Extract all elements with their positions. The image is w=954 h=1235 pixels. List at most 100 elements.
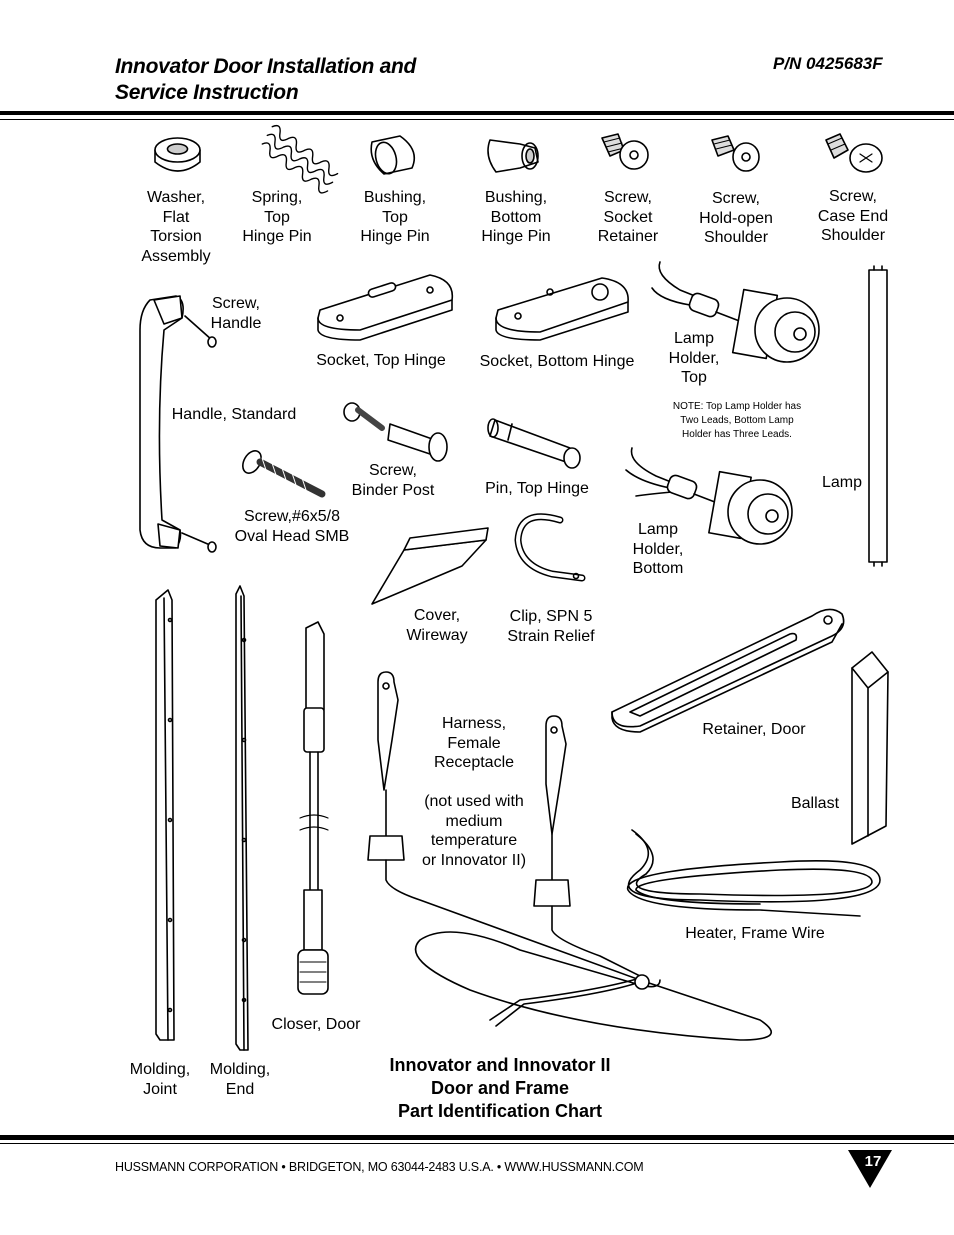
note-line: NOTE: Top Lamp Holder has [672, 401, 802, 412]
label-line: Torsion [150, 228, 202, 245]
label-line: Heater, Frame Wire [685, 925, 825, 942]
label-retainer-door: Retainer, Door [698, 720, 810, 740]
label-line: Assembly [141, 247, 211, 265]
heater-drawing [626, 829, 881, 917]
socket-bottom-drawing [495, 277, 629, 341]
label-line: Spring, [251, 189, 303, 206]
page-number: 17 [864, 1153, 882, 1170]
label-bushing-bottom: Bushing, Bottom Hinge Pin [470, 188, 562, 247]
label-line: Ballast [790, 795, 840, 812]
label-line: Holder, [668, 349, 720, 367]
note-line: Two Leads, Bottom Lamp [680, 415, 794, 426]
label-ballast: Ballast [786, 794, 844, 814]
chart-title-line: Part Identification Chart [397, 1101, 603, 1121]
label-molding-end: Molding, End [204, 1060, 276, 1099]
label-screw-holdopen: Screw, Hold-open Shoulder [691, 189, 781, 248]
label-line: Joint [143, 1080, 177, 1098]
label-line: Top [264, 208, 290, 226]
part-number: P/N 0425683F [773, 54, 883, 73]
label-line: Molding, [209, 1061, 271, 1078]
footer-rule-thick [0, 1135, 954, 1140]
label-pin-top: Pin, Top Hinge [480, 479, 594, 499]
label-handle-standard: Handle, Standard [168, 405, 300, 425]
label-screw-caseend: Screw, Case End Shoulder [810, 187, 896, 246]
closer-drawing [297, 621, 329, 995]
label-line: Receptacle [433, 754, 515, 771]
label-line: Bottom [490, 208, 542, 226]
label-clip: Clip, SPN 5 Strain Relief [500, 607, 602, 646]
lamp-holder-top-drawing [651, 261, 820, 363]
lamp-holder-note: NOTE: Top Lamp Holder has Two Leads, Bot… [652, 400, 822, 442]
label-harness: Harness, Female Receptacle (not used wit… [416, 714, 532, 870]
label-line: temperature [430, 832, 518, 849]
label-line: Handle [210, 314, 262, 332]
retainer-door-drawing [611, 608, 845, 733]
label-line: Holder, [632, 540, 684, 558]
label-line: Case End [817, 207, 889, 225]
label-spring: Spring, Top Hinge Pin [232, 188, 322, 247]
label-line [416, 773, 532, 793]
label-line: Screw,#6x5/8 [243, 508, 341, 525]
bushing-top-drawing [370, 135, 416, 175]
label-line: (not used with [424, 793, 524, 810]
label-line: Female [447, 734, 501, 752]
screw-binder-drawing [343, 402, 448, 462]
label-line: Lamp [637, 521, 679, 538]
title-line-2: Service Instruction [115, 81, 299, 104]
label-line: Screw, [211, 295, 260, 312]
socket-top-drawing [317, 274, 454, 341]
label-line: Shoulder [703, 229, 769, 246]
label-line: Top [382, 208, 408, 226]
lamp-holder-bottom-drawing [625, 447, 793, 545]
label-line: Socket, Bottom Hinge [479, 353, 635, 370]
label-lamp-holder-bottom: Lamp Holder, Bottom [624, 520, 692, 579]
label-line: Washer, [146, 189, 206, 206]
cover-wireway-drawing [371, 527, 489, 605]
label-line: Oval Head SMB [234, 527, 350, 545]
label-line: Hinge Pin [481, 228, 551, 245]
label-line: Socket, Top Hinge [316, 352, 446, 369]
label-socket-bottom: Socket, Bottom Hinge [476, 352, 638, 372]
footer-rule-thin [0, 1143, 954, 1144]
label-bushing-top: Bushing, Top Hinge Pin [350, 188, 440, 247]
clip-drawing [514, 513, 586, 582]
label-line: Bottom [632, 560, 684, 577]
label-line: Handle, Standard [171, 406, 297, 423]
washer-drawing [154, 137, 201, 172]
label-line: Pin, Top Hinge [485, 480, 589, 497]
label-screw-handle: Screw, Handle [200, 294, 272, 333]
label-line: Screw, [711, 190, 760, 207]
label-line: Harness, [441, 715, 507, 732]
pin-top-drawing [487, 418, 581, 469]
header-rule-thin [0, 119, 954, 120]
chart-title-line: Innovator and Innovator II [389, 1055, 611, 1075]
label-line: Clip, SPN 5 [509, 608, 593, 625]
handle-drawing [139, 295, 217, 553]
label-line: or Innovator II) [421, 851, 527, 869]
bushing-bottom-drawing [487, 139, 539, 173]
label-line: Top [681, 369, 707, 386]
molding-end-drawing [235, 585, 249, 1051]
label-line: Screw, [368, 462, 417, 479]
footer-company: HUSSMANN CORPORATION • BRIDGETON, MO 630… [115, 1160, 644, 1174]
label-socket-top: Socket, Top Hinge [312, 351, 450, 371]
label-line: Closer, Door [271, 1016, 361, 1033]
label-closer: Closer, Door [266, 1015, 366, 1035]
label-line: Strain Relief [507, 627, 595, 645]
label-line: Screw, [603, 189, 652, 206]
label-line: Lamp [673, 330, 715, 347]
screw-caseend-drawing [825, 133, 883, 173]
label-line: Hinge Pin [360, 228, 430, 245]
label-screw-socket: Screw, Socket Retainer [588, 188, 668, 247]
label-line: Screw, [828, 188, 877, 205]
title-line-1: Innovator Door Installation and [115, 55, 417, 78]
ballast-drawing [851, 651, 889, 845]
label-washer: Washer, Flat Torsion Assembly [130, 188, 222, 266]
label-line: Socket [603, 208, 653, 226]
molding-joint-drawing [155, 589, 175, 1041]
label-line: Bushing, [484, 189, 548, 206]
label-line: Hinge Pin [242, 228, 312, 245]
label-line: Bushing, [363, 189, 427, 206]
chart-title: Innovator and Innovator II Door and Fram… [360, 1054, 640, 1123]
